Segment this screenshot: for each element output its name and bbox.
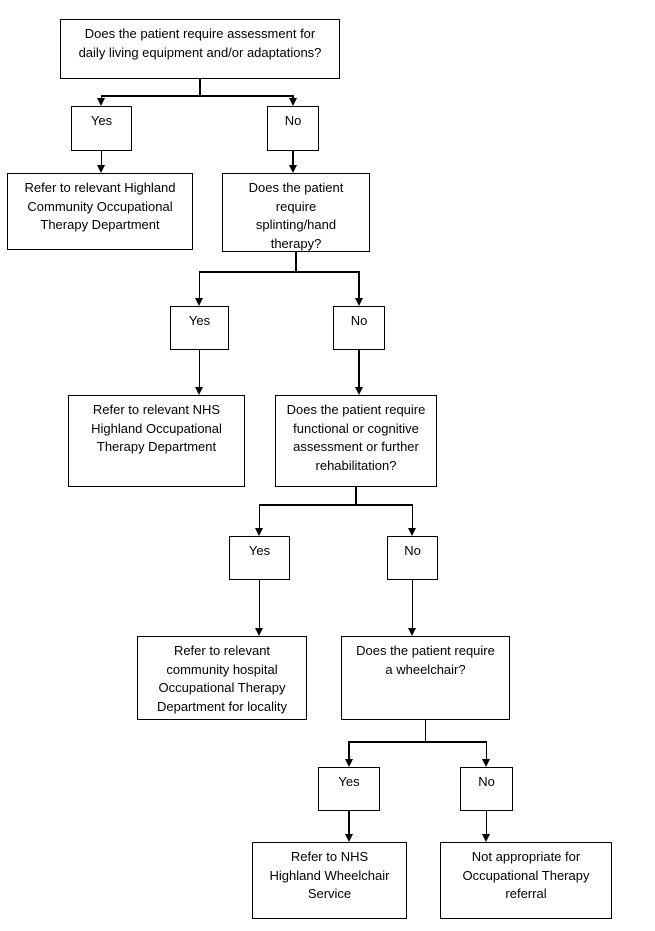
connector-line bbox=[295, 252, 297, 271]
decision-daily-living: Does the patient require assessment for … bbox=[60, 19, 340, 79]
connector-line bbox=[292, 151, 294, 165]
connector-line bbox=[198, 350, 201, 387]
arrowhead-down-icon bbox=[288, 165, 297, 173]
no-branch-wheelchair: No bbox=[460, 767, 513, 811]
connector-line bbox=[100, 95, 294, 97]
connector-line bbox=[258, 504, 414, 506]
yes-branch-wheelchair: Yes bbox=[318, 767, 380, 811]
connector-line bbox=[485, 811, 488, 834]
connector-line bbox=[198, 271, 360, 273]
arrowhead-down-icon bbox=[255, 628, 263, 636]
connector-line bbox=[424, 720, 427, 741]
arrowhead-down-icon bbox=[354, 298, 363, 306]
no-branch-splinting: No bbox=[333, 306, 385, 350]
connector-line bbox=[358, 350, 360, 387]
arrowhead-down-icon bbox=[344, 834, 353, 842]
arrowhead-down-icon bbox=[97, 165, 105, 173]
arrowhead-down-icon bbox=[482, 759, 490, 767]
connector-line bbox=[411, 504, 414, 528]
yes-branch-daily-living: Yes bbox=[71, 106, 132, 151]
no-branch-functional: No bbox=[387, 536, 438, 580]
arrowhead-down-icon bbox=[288, 98, 297, 106]
connector-line bbox=[258, 504, 261, 528]
no-branch-daily-living: No bbox=[267, 106, 319, 151]
connector-line bbox=[100, 151, 103, 165]
arrowhead-down-icon bbox=[482, 834, 490, 842]
connector-line bbox=[411, 580, 414, 628]
arrowhead-down-icon bbox=[97, 98, 105, 106]
arrowhead-down-icon bbox=[408, 628, 416, 636]
connector-line bbox=[348, 741, 350, 759]
connector-line bbox=[258, 580, 261, 628]
connector-line bbox=[348, 741, 488, 743]
connector-line bbox=[100, 95, 103, 99]
outcome-nhs-highland-ot: Refer to relevant NHS Highland Occupatio… bbox=[68, 395, 245, 487]
connector-line bbox=[199, 79, 201, 95]
arrowhead-down-icon bbox=[195, 298, 203, 306]
yes-branch-splinting: Yes bbox=[170, 306, 229, 350]
outcome-community-hospital-ot: Refer to relevant community hospital Occ… bbox=[137, 636, 307, 720]
connector-line bbox=[348, 811, 350, 834]
outcome-highland-community-ot: Refer to relevant Highland Community Occ… bbox=[7, 173, 193, 250]
connector-line bbox=[358, 271, 360, 298]
arrowhead-down-icon bbox=[195, 387, 203, 395]
connector-line bbox=[485, 741, 488, 759]
connector-line bbox=[355, 487, 357, 504]
decision-splinting-hand-therapy: Does the patient require splinting/hand … bbox=[222, 173, 370, 252]
arrowhead-down-icon bbox=[408, 528, 416, 536]
yes-branch-functional: Yes bbox=[229, 536, 290, 580]
arrowhead-down-icon bbox=[255, 528, 263, 536]
decision-functional-cognitive: Does the patient require functional or c… bbox=[275, 395, 437, 487]
outcome-not-appropriate: Not appropriate for Occupational Therapy… bbox=[440, 842, 612, 919]
outcome-wheelchair-service: Refer to NHS Highland Wheelchair Service bbox=[252, 842, 407, 919]
connector-line bbox=[198, 271, 201, 298]
arrowhead-down-icon bbox=[354, 387, 363, 395]
decision-wheelchair: Does the patient require a wheelchair? bbox=[341, 636, 510, 720]
arrowhead-down-icon bbox=[344, 759, 353, 767]
connector-line bbox=[292, 95, 294, 99]
